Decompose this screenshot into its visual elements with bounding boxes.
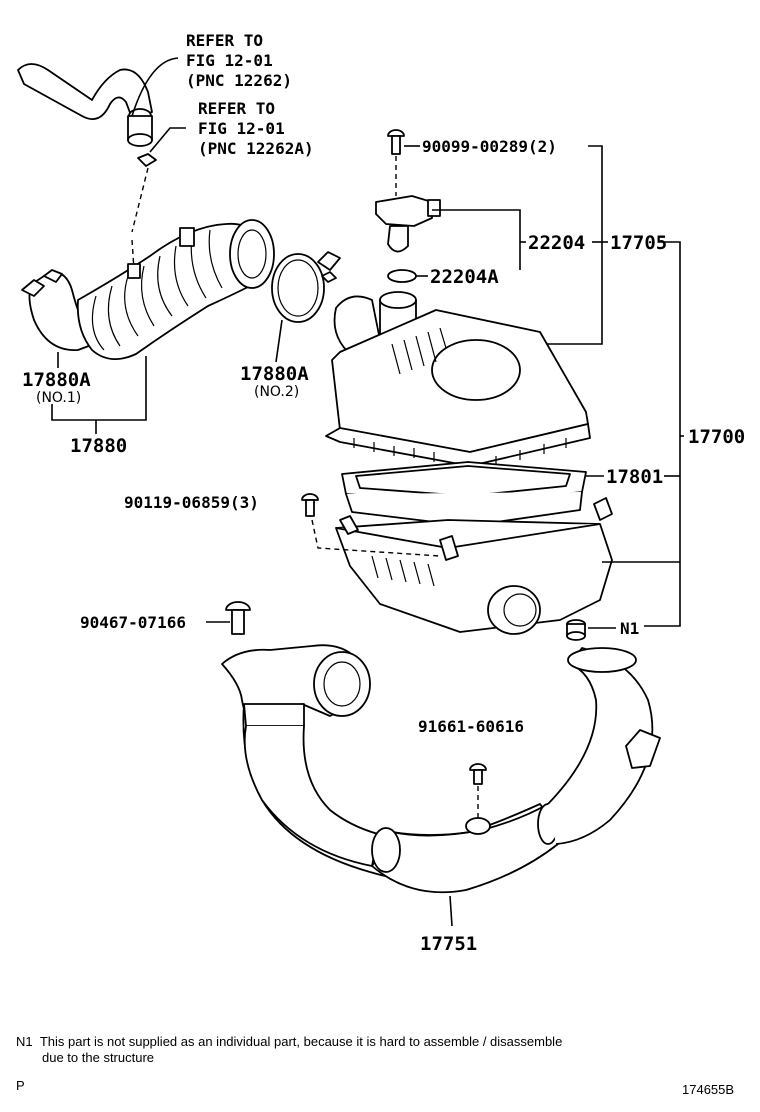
air-cleaner-cap	[325, 291, 591, 467]
part-label-17801: 17801	[606, 466, 663, 488]
air-filter-element	[341, 461, 587, 527]
air-cleaner-case	[335, 497, 613, 635]
part-label-22204A: 22204A	[430, 266, 499, 288]
part-label-17880A-no1-sub: (NO.1)	[36, 390, 81, 406]
footnote-line2: due to the structure	[42, 1050, 155, 1065]
case-bolt	[301, 493, 441, 557]
part-label-91661: 91661-60616	[418, 717, 524, 736]
inlet-bolt	[225, 601, 251, 635]
ref1-line1: REFER TO	[186, 31, 263, 50]
part-label-90119: 90119-06859(3)	[124, 493, 259, 512]
part-label-17880A-no2-sub: (NO.2)	[254, 384, 299, 400]
n1-grommet	[566, 619, 586, 641]
ref2-line2: FIG 12-01	[198, 119, 285, 138]
intake-hose-reference-drawing	[17, 57, 186, 271]
figure-number: 174655B	[682, 1082, 735, 1097]
duct-bolt	[465, 763, 491, 835]
reference-label-2: REFER TO FIG 12-01 (PNC 12262A)	[198, 99, 314, 158]
part-label-17751: 17751	[420, 933, 477, 955]
ref1-line3: (PNC 12262)	[186, 71, 292, 90]
footnote: N1 This part is not supplied as an indiv…	[16, 1034, 562, 1066]
footnote-marker: N1	[16, 1034, 33, 1049]
part-label-22204: 22204	[528, 232, 585, 254]
air-cleaner-hose-assembly	[21, 219, 341, 360]
part-label-90099: 90099-00289(2)	[422, 137, 557, 156]
part-label-17700: 17700	[688, 426, 745, 448]
ref2-line3: (PNC 12262A)	[198, 139, 314, 158]
footnote-text: This part is not supplied as an individu…	[39, 1034, 563, 1049]
ref1-line2: FIG 12-01	[186, 51, 273, 70]
reference-label-1: REFER TO FIG 12-01 (PNC 12262)	[186, 31, 292, 90]
part-label-17705: 17705	[610, 232, 667, 254]
part-label-90467: 90467-07166	[80, 613, 186, 632]
footer-left-code: P	[16, 1078, 25, 1093]
part-label-17880A-no1: 17880A	[22, 369, 91, 391]
mass-air-flow-sensor	[375, 129, 441, 283]
footnote-line1: N1 This part is not supplied as an indiv…	[16, 1034, 562, 1050]
ref2-line1: REFER TO	[198, 99, 275, 118]
part-label-17880A-no2: 17880A	[240, 363, 309, 385]
part-label-N1: N1	[620, 619, 639, 638]
air-inlet-duct	[221, 644, 661, 927]
part-label-17880: 17880	[70, 435, 127, 457]
